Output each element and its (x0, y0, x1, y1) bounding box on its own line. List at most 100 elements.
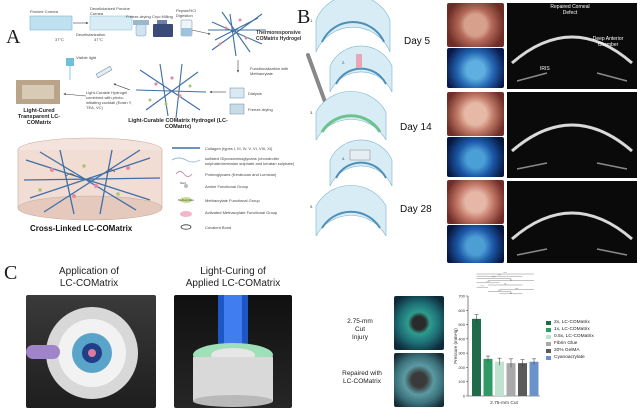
mini-nh2: NH2 (180, 181, 187, 185)
legend-item: Cyanoacrylate (546, 355, 638, 360)
swatch-2x (546, 320, 551, 325)
day-14-label: Day 14 (400, 122, 432, 133)
cut-injury-photo (394, 296, 444, 350)
application-photo-drawing (26, 307, 138, 399)
cut-label-line-1: 2.75-mm (347, 318, 373, 325)
methacrylate-icon (180, 197, 192, 203)
label-visible-light: Visible light (76, 55, 97, 60)
label-porcine: Porcine Cornea (30, 9, 58, 14)
proteoglycan-icon (175, 171, 193, 177)
repaired-label: Repaired with LC-COMatrix (334, 370, 390, 386)
swatch-05x (546, 334, 551, 339)
repaired-label-line-1: Repaired with (342, 370, 382, 377)
repaired-label-line-2: LC-COMatrix (343, 378, 381, 385)
bar (495, 361, 504, 396)
y-tick-label: 700 (458, 294, 465, 299)
sig-label: **** (498, 290, 502, 292)
label-thermo-hydrogel: Thermoresponsive COMatrix Hydrogel (256, 30, 302, 42)
eye-photo-day28 (447, 180, 504, 224)
step-5: 5. (310, 204, 314, 209)
swatch-1x (546, 327, 551, 332)
chart-legend: 2x, LC-COMatrix 1x, LC-COMatrix 0.5x, LC… (546, 320, 638, 362)
y-tick-label: 200 (458, 365, 465, 370)
swatch-fibrin (546, 341, 551, 346)
label-temp-1: 37°C (55, 37, 64, 42)
legend-proteoglycan: Proteoglycans (Keratocan and Lumican) (205, 172, 277, 177)
y-tick-label: 500 (458, 322, 465, 327)
step-4: 4. (342, 156, 346, 161)
swatch-gelma (546, 348, 551, 353)
legend-amine: Amine Functional Group (205, 184, 249, 189)
light-curing-photo (174, 295, 292, 408)
app-title: Application of LC-COMatrix (44, 266, 134, 290)
panel-b-oct (507, 3, 637, 263)
mini-methacrylate: Methacrylate (178, 198, 195, 202)
label-temp-2: 37°C (94, 37, 103, 42)
label-cured-matrix: Light-Cured Transparent LC-COMatrix (17, 108, 61, 126)
legend-bond: Covalent Bond (205, 225, 232, 230)
legend-item: 20% GelMA (546, 348, 638, 353)
y-tick-label: 400 (458, 336, 465, 341)
bar (518, 363, 527, 396)
label-functionalization: Functionalization with Methacrylate (250, 66, 289, 76)
eye-photo-day5 (447, 3, 504, 47)
day-5-label: Day 5 (404, 36, 431, 47)
cut-label-line-2: Cut (354, 326, 366, 333)
panel-letter-a: A (6, 26, 21, 48)
cure-title-line-1: Light-Curing of (200, 266, 266, 277)
y-tick-label: 0 (463, 394, 466, 399)
label-dialysis: Dialysis (248, 91, 262, 96)
sig-label: ns (510, 279, 513, 281)
step-1: 1. (310, 18, 314, 23)
step-3: 3. (310, 110, 314, 115)
legend-gag: sulfated Glycosaminoglycans (chondroitin… (205, 156, 295, 166)
legend-label: Fibrin Glue (554, 341, 578, 346)
bar (472, 318, 481, 396)
label-freeze-drying-2: Freeze-drying (248, 107, 273, 112)
activated-icon (180, 211, 192, 217)
application-photo (26, 295, 156, 408)
legend-label: 2x, LC-COMatrix (554, 320, 590, 325)
fluorescein-day5 (447, 48, 504, 88)
legend-label: 0.5x, LC-COMatrix (554, 334, 594, 339)
panel-b-procedure (306, 0, 393, 238)
step-2: 2. (342, 60, 346, 65)
label-freeze-drying: Freeze-drying (126, 14, 151, 19)
legend-label: Cyanoacrylate (554, 355, 585, 360)
swatch-cyano (546, 355, 551, 360)
label-decellularization: Decellularization (76, 32, 106, 37)
gag-icon (171, 157, 201, 163)
amine-icon (184, 184, 188, 188)
bar (529, 361, 539, 396)
fluorescein-day28 (447, 225, 504, 263)
bar (483, 358, 493, 396)
sig-label: **** (481, 286, 485, 288)
panel-letter-c: C (4, 262, 18, 284)
sig-label: **** (492, 277, 496, 279)
cut-label: 2.75-mm Cut Injury (340, 318, 380, 342)
oct-chamber-label: Deep Anterior Chamber (592, 36, 624, 48)
day-28-label: Day 28 (400, 204, 432, 215)
sig-label: **** (486, 282, 490, 284)
label-cryo-milling: Cryo Milling (152, 14, 173, 19)
sig-label: ns (516, 288, 519, 290)
x-axis-label: 2.75-mm Cut (490, 400, 518, 406)
legend-item: 1x, LC-COMatrix (546, 327, 638, 332)
legend-item: 0.5x, LC-COMatrix (546, 334, 638, 339)
legend-item: Fibrin Glue (546, 341, 638, 346)
label-pepsin: Pepsin/HCl Digestion (176, 8, 197, 18)
y-tick-label: 600 (458, 308, 465, 313)
legend-item: 2x, LC-COMatrix (546, 320, 638, 325)
panel-letter-b: B (297, 6, 311, 28)
label-photoinitiator: Light-Curable Hydrogel combined with pho… (86, 90, 132, 110)
sig-label: ns (510, 293, 513, 295)
panel-a-schematic (16, 11, 266, 230)
light-curing-photo-drawing (193, 295, 273, 407)
repaired-photo (394, 353, 444, 407)
legend-label: 20% GelMA (554, 348, 580, 353)
legend-methacrylate: Methacrylate Functional Group (205, 198, 260, 203)
label-crosslinked: Cross-Linked LC-COMatrix (30, 224, 133, 233)
fluorescein-day14 (447, 137, 504, 177)
bond-icon (180, 224, 192, 230)
